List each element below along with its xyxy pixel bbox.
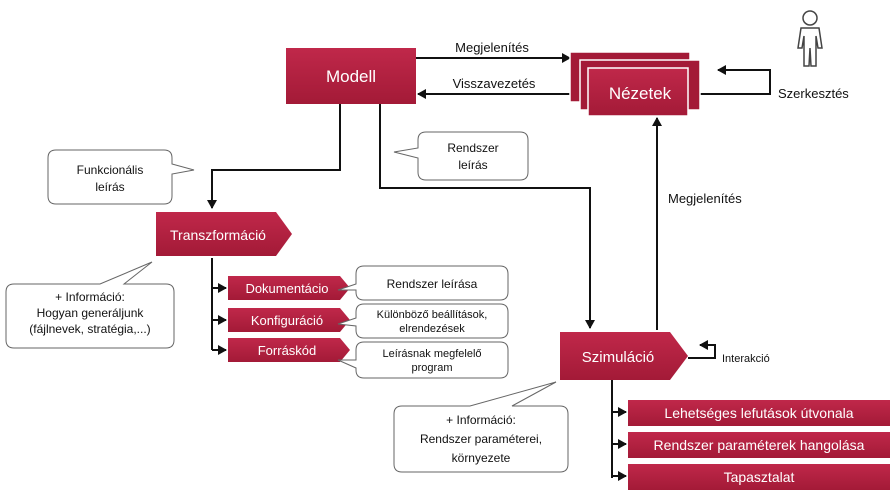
rendszer-leirasa-line1: Rendszer leírása — [387, 277, 478, 291]
arrow-modell-szimulacio — [379, 104, 595, 329]
callout-kulonbozo — [337, 303, 509, 339]
dokumentacio-box — [228, 276, 350, 300]
rendszer-leiras-line2: leírás — [458, 158, 487, 172]
informacio-bottom-line1: + Információ: — [446, 413, 516, 427]
person-icon — [797, 10, 823, 67]
modell-box — [286, 48, 416, 104]
informacio-left-line1: + Információ: — [55, 290, 125, 304]
tapasztalat-box — [628, 464, 890, 490]
hangolasa-box — [628, 432, 890, 458]
nezetek-label: Nézetek — [609, 84, 672, 103]
callout-rendszer-leiras — [393, 131, 529, 181]
informacio-bottom-line3: környezete — [452, 451, 511, 465]
visszavezetes-label: Visszavezetés — [453, 76, 536, 91]
transzformacio-box — [156, 212, 292, 256]
lehetseges-label: Lehetséges lefutások útvonala — [664, 405, 853, 421]
modell-label: Modell — [326, 67, 376, 86]
arrow-interakcio-loop — [688, 340, 716, 359]
dokumentacio-label: Dokumentácio — [245, 281, 328, 296]
informacio-left-line2: Hogyan generáljunk — [37, 306, 145, 320]
leirasnak-line2: program — [412, 362, 453, 374]
lehetseges-box — [628, 400, 890, 426]
callout-rendszer-leirasa — [337, 265, 509, 301]
kulonbozo-line1: Különböző beállítások, — [377, 309, 488, 321]
nezetek-stack — [569, 51, 701, 117]
callout-funkcionalis — [47, 149, 195, 205]
szimulacio-box — [560, 332, 688, 380]
informacio-left-line3: (fájlnevek, stratégia,...) — [29, 322, 150, 336]
callout-informacio-bottom — [393, 381, 569, 473]
szerkesztes-label: Szerkesztés — [778, 86, 849, 101]
callout-informacio-left — [5, 261, 175, 349]
transzformacio-label: Transzformáció — [170, 227, 266, 243]
megjelenites-right-label: Megjelenítés — [668, 191, 742, 206]
szimulacio-label: Szimuláció — [582, 349, 655, 366]
rendszer-leiras-line1: Rendszer — [447, 141, 498, 155]
arrow-szerkesztes-loop — [688, 65, 771, 95]
forraskod-box — [228, 338, 350, 362]
informacio-bottom-line2: Rendszer paraméterei, — [420, 432, 542, 446]
kulonbozo-line2: elrendezések — [399, 323, 465, 335]
leirasnak-line1: Leírásnak megfelelő — [382, 348, 481, 360]
tapasztalat-label: Tapasztalat — [724, 469, 795, 485]
megjelenites-top-label: Megjelenítés — [455, 40, 529, 55]
hangolasa-label: Rendszer paraméterek hangolása — [654, 437, 865, 453]
konfiguracio-box — [228, 308, 350, 332]
konfiguracio-label: Konfiguráció — [251, 313, 323, 328]
forraskod-label: Forráskód — [258, 343, 317, 358]
interakcio-label: Interakció — [722, 353, 770, 365]
callout-leirasnak — [337, 341, 509, 379]
funkcionalis-line2: leírás — [95, 180, 124, 194]
arrow-modell-transzformacio — [207, 104, 341, 209]
funkcionalis-line1: Funkcionális — [77, 163, 144, 177]
